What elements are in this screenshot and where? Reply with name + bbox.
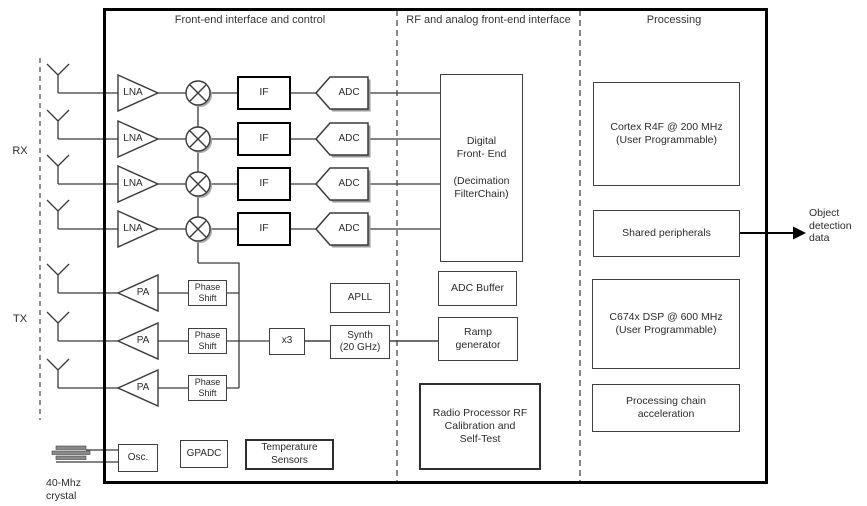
rx-antennas <box>46 63 70 229</box>
phase-shift-box: Phase Shift <box>188 328 227 354</box>
cortex-r4f-box: Cortex R4F @ 200 MHz (User Programmable) <box>593 82 740 186</box>
if-box: IF <box>237 76 291 110</box>
pa-amplifiers <box>116 273 159 408</box>
lna-amplifiers <box>117 73 160 249</box>
adc-label: ADC <box>338 178 360 189</box>
processing-chain-box: Processing chain acceleration <box>592 384 740 432</box>
lna-triangle-icon <box>117 209 160 249</box>
lna-triangle-icon <box>117 164 160 204</box>
if-box: IF <box>237 122 291 156</box>
phase-shift-box: Phase Shift <box>188 280 227 306</box>
phase-shift-box: Phase Shift <box>188 375 227 401</box>
object-detection-data-label: Object detection data <box>809 207 852 245</box>
if-box: IF <box>237 167 291 201</box>
mixer-icon <box>185 126 212 153</box>
tx-antennas <box>46 263 70 388</box>
radio-processor-box: Radio Processor RF Calibration and Self-… <box>419 383 541 470</box>
tx-antenna-icon <box>46 358 70 388</box>
object-detection-arrow <box>740 226 806 240</box>
adc-shape-icon <box>315 212 371 248</box>
adc-shape-icon <box>315 167 371 203</box>
temperature-sensors-box: Temperature Sensors <box>245 439 334 470</box>
adc-label: ADC <box>338 87 360 98</box>
lna-label: LNA <box>123 133 143 144</box>
if-box: IF <box>237 212 291 246</box>
crystal-label: 40-Mhz crystal <box>46 477 82 502</box>
section-divider-lines <box>396 10 581 482</box>
tx-antenna-icon <box>46 311 70 341</box>
pa-triangle-icon <box>116 321 159 361</box>
rx-label: RX <box>12 145 28 157</box>
ramp-generator-box: Ramp generator <box>438 317 518 361</box>
crystal-icon <box>51 445 120 463</box>
tx-antenna-icon <box>46 263 70 293</box>
pa-label: PA <box>136 382 150 393</box>
gpadc-box: GPADC <box>180 440 228 468</box>
pa-label: PA <box>136 335 150 346</box>
adc-label: ADC <box>338 223 360 234</box>
lna-label: LNA <box>123 178 143 189</box>
pa-label: PA <box>136 287 150 298</box>
adc-shape-icon <box>315 76 371 112</box>
osc-box: Osc. <box>118 444 158 472</box>
x3-multiplier-box: x3 <box>269 328 305 355</box>
rx-signal-lines <box>58 92 440 230</box>
mixer-icon <box>185 171 212 198</box>
rx-antenna-icon <box>46 63 70 93</box>
rx-antenna-icon <box>46 199 70 229</box>
pa-triangle-icon <box>116 273 159 313</box>
c674x-dsp-box: C674x DSP @ 600 MHz (User Programmable) <box>592 279 740 369</box>
tx-label: TX <box>12 313 28 325</box>
rx-mixers <box>185 80 212 243</box>
section-header-rf-analog: RF and analog front-end interface <box>406 14 571 26</box>
rx-adcs <box>315 76 371 248</box>
adc-shape-icon <box>315 122 371 158</box>
lna-triangle-icon <box>117 119 160 159</box>
section-header-processing: Processing <box>646 14 702 26</box>
mixer-icon <box>185 216 212 243</box>
adc-buffer-box: ADC Buffer <box>438 271 517 306</box>
section-header-frontend: Front-end interface and control <box>174 14 326 26</box>
adc-label: ADC <box>338 133 360 144</box>
lna-label: LNA <box>123 87 143 98</box>
lna-triangle-icon <box>117 73 160 113</box>
rx-antenna-icon <box>46 154 70 184</box>
shared-peripherals-box: Shared peripherals <box>593 210 740 257</box>
digital-front-end-box: Digital Front- End (Decimation FilterCha… <box>440 74 523 262</box>
apll-box: APLL <box>330 283 390 313</box>
pa-triangle-icon <box>116 368 159 408</box>
rx-antenna-icon <box>46 109 70 139</box>
lna-label: LNA <box>123 223 143 234</box>
mixer-icon <box>185 80 212 107</box>
synth-box: Synth (20 GHz) <box>330 325 390 359</box>
